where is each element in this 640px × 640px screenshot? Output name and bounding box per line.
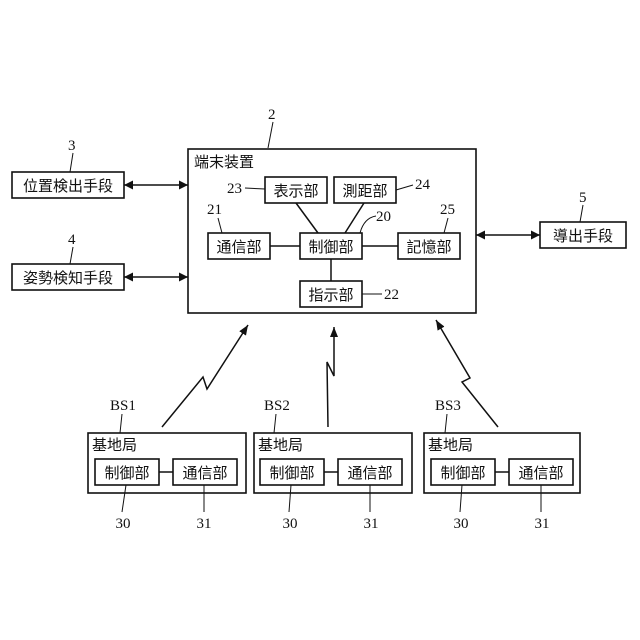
comm-unit-ref: 21 xyxy=(207,202,222,218)
bs2-control-ref: 30 xyxy=(283,516,298,532)
bs3-id-leader xyxy=(445,414,447,433)
wireless-link-bs1 xyxy=(162,325,248,427)
position-detector: 位置検出手段 3 xyxy=(12,138,188,198)
bs2-id-leader xyxy=(274,414,276,433)
derivation-ref: 5 xyxy=(579,190,587,206)
base-station-3: BS3 基地局 制御部 通信部 30 31 xyxy=(424,398,580,532)
terminal-device-title: 端末装置 xyxy=(194,153,254,171)
base-station-2: BS2 基地局 制御部 通信部 30 31 xyxy=(254,398,412,532)
terminal-device: 端末装置 2 表示部 23 測距部 24 通信部 21 制御部 20 記憶部 2… xyxy=(188,107,476,313)
bs1-id: BS1 xyxy=(110,398,136,414)
bs3-control-label: 制御部 xyxy=(440,464,485,482)
derivation-leader xyxy=(580,205,583,222)
display-unit-label: 表示部 xyxy=(273,182,318,200)
bs1-title: 基地局 xyxy=(92,436,137,454)
storage-unit-ref: 25 xyxy=(440,202,455,218)
bs3-title: 基地局 xyxy=(428,436,473,454)
control-unit-ref: 20 xyxy=(376,209,391,225)
comm-unit-label: 通信部 xyxy=(216,238,261,256)
bs3-comm-ref: 31 xyxy=(535,516,550,532)
control-unit-label: 制御部 xyxy=(308,238,353,256)
position-detector-label: 位置検出手段 xyxy=(23,177,113,195)
derivation-label: 導出手段 xyxy=(553,227,613,245)
bs2-comm-label: 通信部 xyxy=(347,464,392,482)
bs2-title: 基地局 xyxy=(258,436,303,454)
display-unit-ref: 23 xyxy=(227,181,242,197)
attitude-detector-label: 姿勢検知手段 xyxy=(23,269,113,287)
bs2-comm-ref: 31 xyxy=(364,516,379,532)
ranging-unit-label: 測距部 xyxy=(342,182,387,200)
bs3-id: BS3 xyxy=(435,398,461,414)
wireless-link-bs2 xyxy=(327,327,334,427)
storage-unit-label: 記憶部 xyxy=(406,238,451,256)
derivation-unit: 導出手段 5 xyxy=(476,190,626,248)
bs1-control-label: 制御部 xyxy=(104,464,149,482)
attitude-detector-leader xyxy=(70,247,73,264)
terminal-ref-leader xyxy=(268,122,273,148)
attitude-detector: 姿勢検知手段 4 xyxy=(12,232,188,290)
position-detector-leader xyxy=(70,153,73,172)
bs1-id-leader xyxy=(120,414,122,433)
instruct-unit-ref: 22 xyxy=(384,287,399,303)
bs1-comm-label: 通信部 xyxy=(182,464,227,482)
ranging-unit-ref: 24 xyxy=(415,177,431,193)
position-detector-ref: 3 xyxy=(68,138,76,154)
bs3-comm-label: 通信部 xyxy=(518,464,563,482)
attitude-detector-ref: 4 xyxy=(68,232,76,248)
bs1-comm-ref: 31 xyxy=(197,516,212,532)
bs2-id: BS2 xyxy=(264,398,290,414)
bs3-control-ref: 30 xyxy=(454,516,469,532)
bs2-control-label: 制御部 xyxy=(269,464,314,482)
instruct-unit-label: 指示部 xyxy=(308,286,353,304)
bs1-control-ref: 30 xyxy=(116,516,131,532)
terminal-ref: 2 xyxy=(268,107,276,123)
base-station-1: BS1 基地局 制御部 通信部 30 31 xyxy=(88,398,246,532)
